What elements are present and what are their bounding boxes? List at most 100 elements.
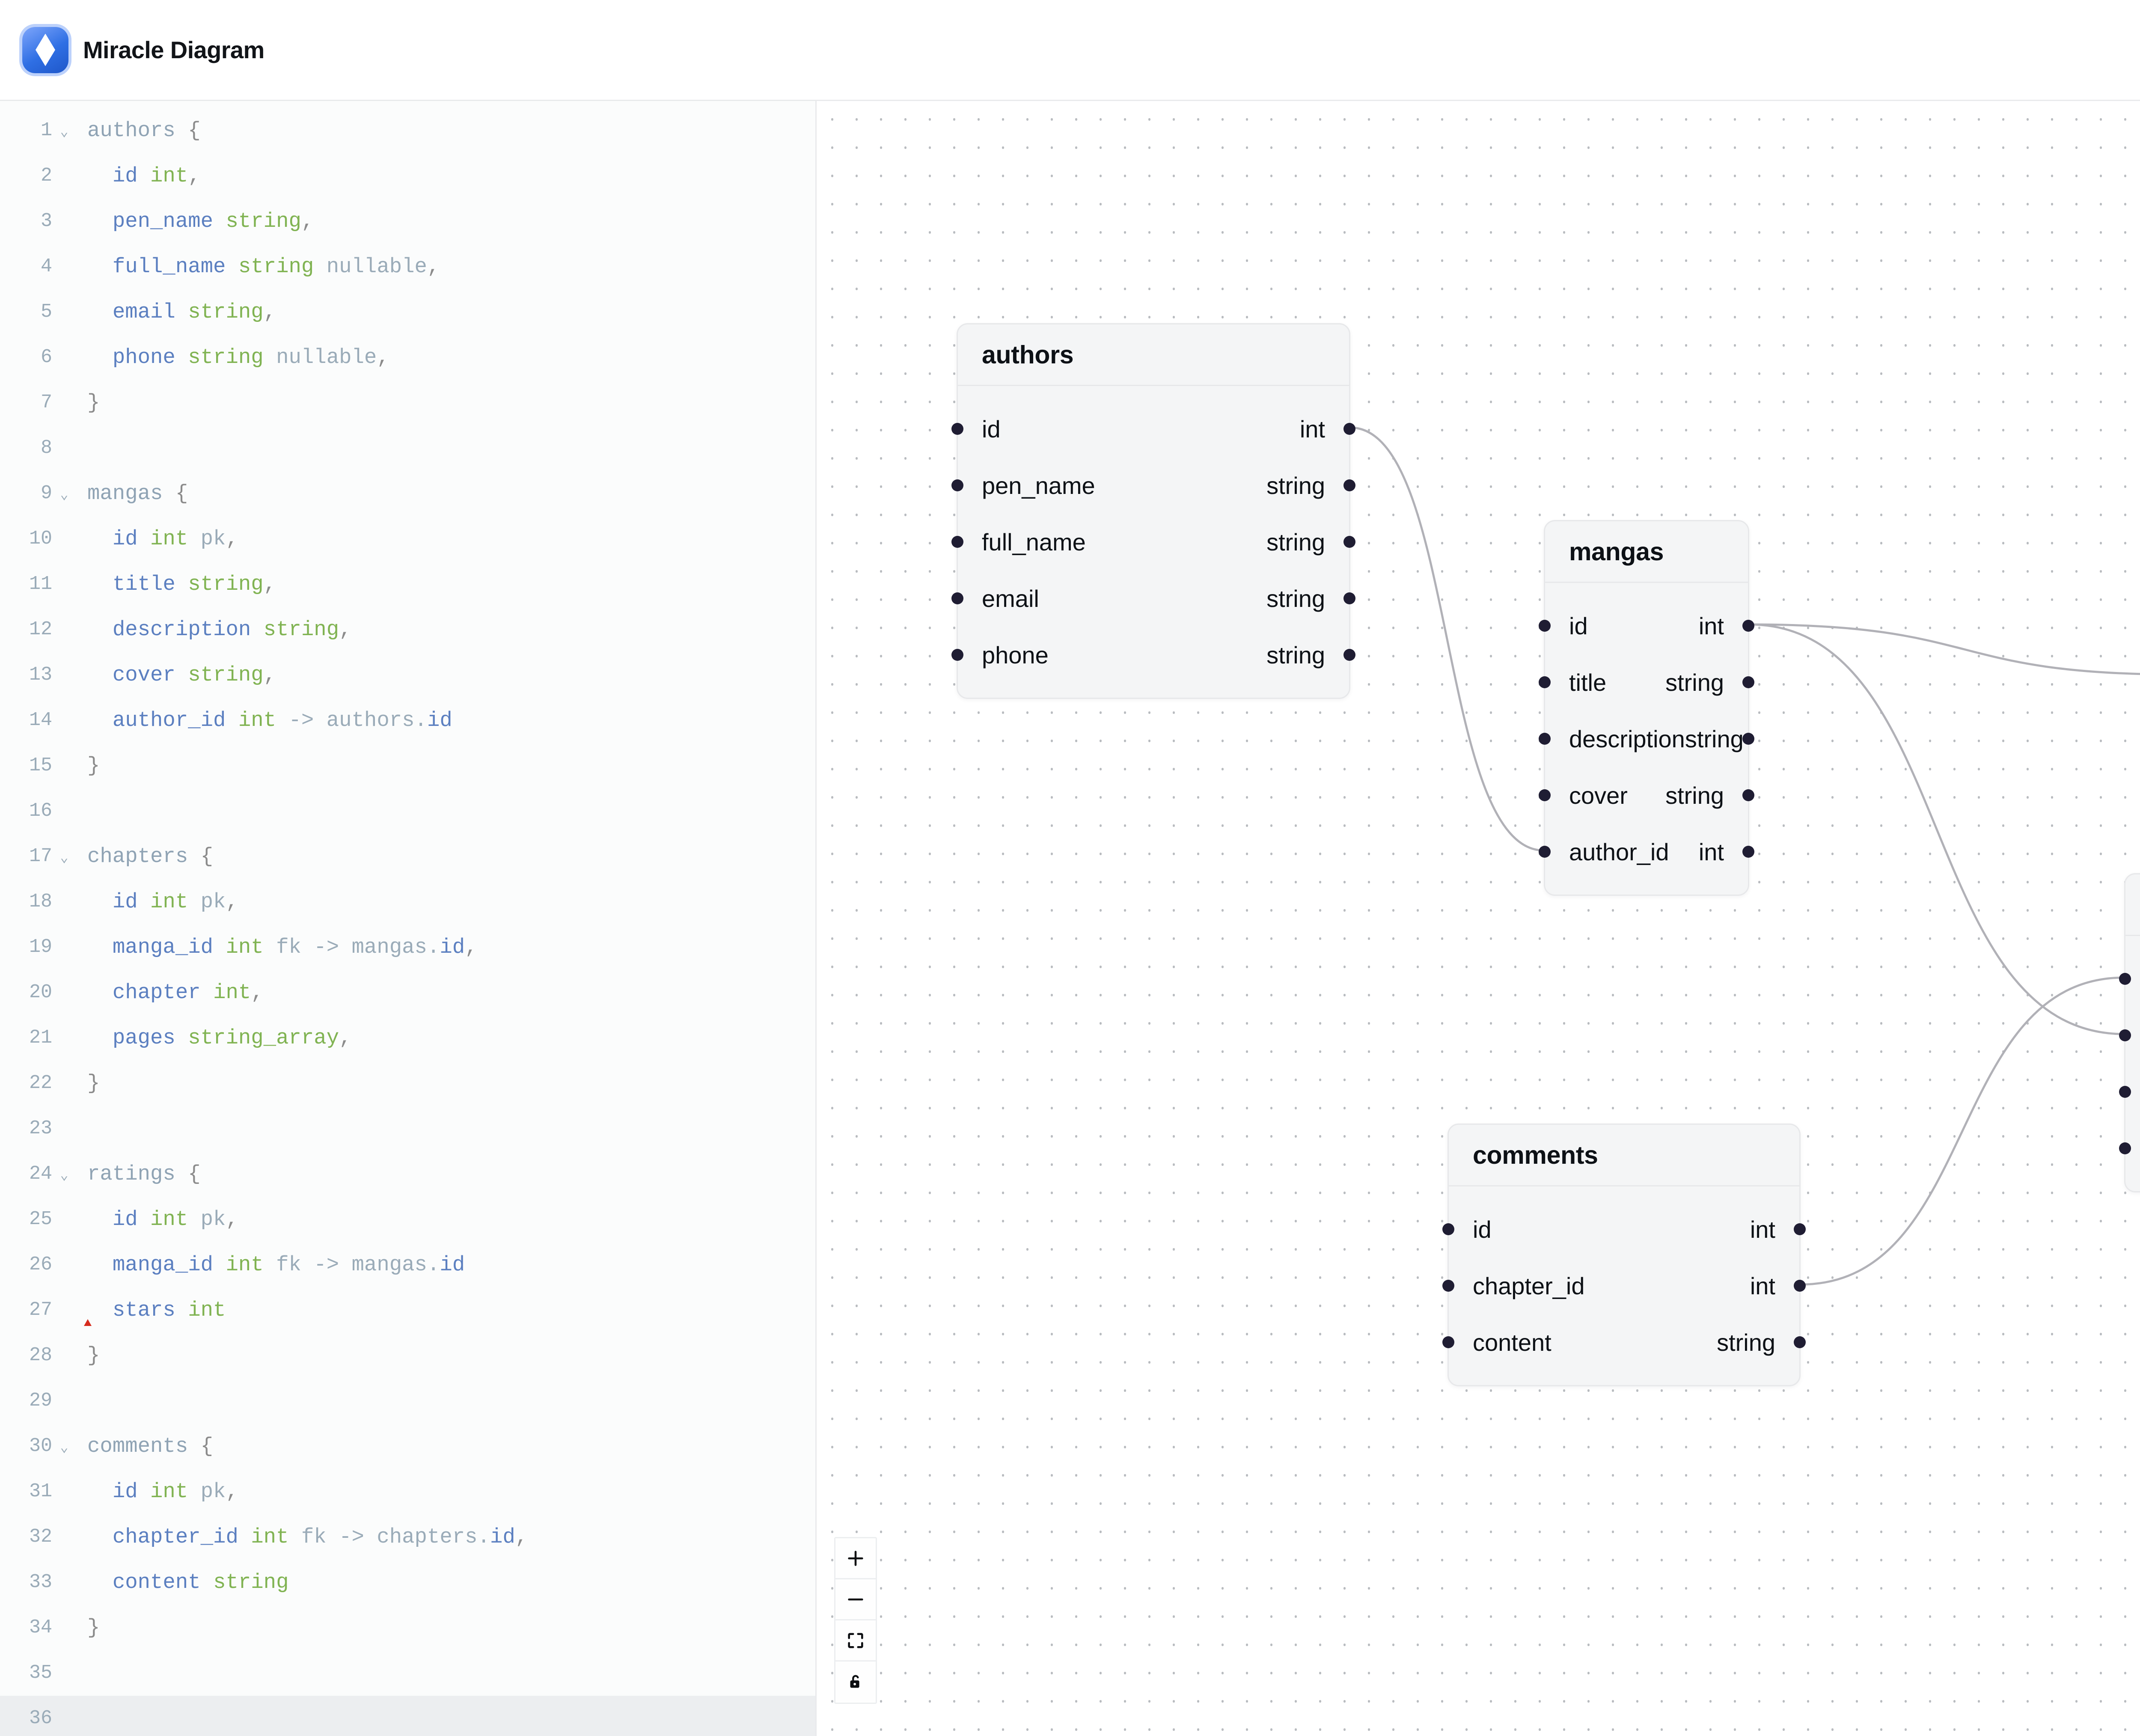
field-handle-left[interactable]: [1539, 733, 1551, 745]
code-line[interactable]: 22}: [0, 1061, 815, 1106]
field-handle-left[interactable]: [1539, 620, 1551, 632]
code-line[interactable]: 16: [0, 788, 815, 834]
table-node[interactable]: chapters idintmanga_idintchapterintpagess…: [2119, 873, 2140, 1192]
field-handle-right[interactable]: [1794, 1280, 1806, 1292]
code-line[interactable]: 24⌄ratings {: [0, 1151, 815, 1197]
code-line[interactable]: 36: [0, 1696, 815, 1736]
code-line[interactable]: 20 chapter int,: [0, 970, 815, 1015]
field-handle-left[interactable]: [951, 423, 963, 435]
field-handle-left[interactable]: [1539, 676, 1551, 688]
field-handle-left[interactable]: [1442, 1223, 1454, 1235]
code-line[interactable]: 25 id int pk,: [0, 1197, 815, 1242]
fit-view-button[interactable]: [835, 1620, 876, 1662]
field-handle-left[interactable]: [1442, 1280, 1454, 1292]
field-handle-right[interactable]: [1343, 536, 1355, 548]
code-line[interactable]: 29: [0, 1378, 815, 1424]
fold-chevron-icon[interactable]: ⌄: [60, 1440, 68, 1456]
zoom-in-button[interactable]: [835, 1538, 876, 1579]
field-handle-right[interactable]: [1343, 479, 1355, 491]
code-line[interactable]: 1⌄authors {: [0, 108, 815, 153]
field-handle-right[interactable]: [1742, 676, 1754, 688]
code-line[interactable]: 9⌄mangas {: [0, 471, 815, 516]
field-handle-left[interactable]: [1442, 1336, 1454, 1348]
code-line[interactable]: 23: [0, 1106, 815, 1151]
field-handle-right[interactable]: [1343, 592, 1355, 604]
field-handle-right[interactable]: [1742, 620, 1754, 632]
code-line[interactable]: 18 id int pk,: [0, 879, 815, 924]
field-handle-left[interactable]: [2119, 973, 2131, 985]
code-line[interactable]: 5 email string,: [0, 289, 815, 335]
code-line[interactable]: 3 pen_name string,: [0, 199, 815, 244]
code-line[interactable]: 10 id int pk,: [0, 516, 815, 562]
field-handle-right[interactable]: [1343, 423, 1355, 435]
code-line[interactable]: 4 full_name string nullable,: [0, 244, 815, 289]
code-line[interactable]: 28}: [0, 1333, 815, 1378]
field-handle-left[interactable]: [2119, 1029, 2131, 1041]
code-line[interactable]: 6 phone string nullable,: [0, 335, 815, 380]
code-line[interactable]: 19 manga_id int fk -> mangas.id,: [0, 924, 815, 970]
code-line[interactable]: 34}: [0, 1605, 815, 1650]
field-handle-right[interactable]: [1742, 733, 1754, 745]
code-line[interactable]: 14 author_id int -> authors.id: [0, 698, 815, 743]
table-node-header[interactable]: comments: [1449, 1125, 1799, 1186]
code-line[interactable]: 2 id int,: [0, 153, 815, 199]
code-line[interactable]: 35: [0, 1650, 815, 1696]
zoom-out-button[interactable]: [835, 1579, 876, 1620]
code-line[interactable]: 13 cover string,: [0, 652, 815, 698]
field-handle-left[interactable]: [951, 649, 963, 661]
code-line[interactable]: 31 id int pk,: [0, 1469, 815, 1514]
code-line[interactable]: 27 stars int: [0, 1287, 815, 1333]
field-handle-right[interactable]: [1794, 1336, 1806, 1348]
code-editor-lines[interactable]: 1⌄authors {2 id int,3 pen_name string,4 …: [0, 101, 815, 1736]
field-handle-right[interactable]: [1794, 1223, 1806, 1235]
field-handle-left[interactable]: [951, 592, 963, 604]
fold-chevron-icon[interactable]: ⌄: [60, 1168, 68, 1183]
code-line[interactable]: 11 title string,: [0, 562, 815, 607]
fold-chevron-icon[interactable]: ⌄: [60, 124, 68, 140]
field-handle-right[interactable]: [1742, 846, 1754, 858]
code-line[interactable]: 8: [0, 425, 815, 471]
table-node-header[interactable]: mangas: [1545, 521, 1748, 583]
code-line[interactable]: 21 pages string_array,: [0, 1015, 815, 1061]
code-line[interactable]: 26 manga_id int fk -> mangas.id: [0, 1242, 815, 1287]
code-line[interactable]: 15}: [0, 743, 815, 788]
code-editor-pane[interactable]: 1⌄authors {2 id int,3 pen_name string,4 …: [0, 101, 817, 1736]
field-handle-right[interactable]: [1742, 789, 1754, 801]
table-node-header[interactable]: authors: [958, 324, 1349, 386]
table-node-header[interactable]: chapters: [2125, 874, 2140, 936]
code-line[interactable]: 12 description string,: [0, 607, 815, 652]
fold-chevron-icon[interactable]: ⌄: [60, 850, 68, 866]
code-line[interactable]: 17⌄chapters {: [0, 834, 815, 879]
field-handle-left[interactable]: [951, 479, 963, 491]
field-handle-left[interactable]: [2119, 1086, 2131, 1098]
field-handle-left[interactable]: [2119, 1142, 2131, 1154]
lock-toggle-button[interactable]: [835, 1662, 876, 1703]
code-line[interactable]: 7}: [0, 380, 815, 425]
code-line[interactable]: 30⌄comments {: [0, 1424, 815, 1469]
field-handle-left[interactable]: [951, 536, 963, 548]
fold-chevron-icon[interactable]: ⌄: [60, 487, 68, 503]
field-handle-right[interactable]: [1343, 649, 1355, 661]
code-line[interactable]: 32 chapter_id int fk -> chapters.id,: [0, 1514, 815, 1560]
